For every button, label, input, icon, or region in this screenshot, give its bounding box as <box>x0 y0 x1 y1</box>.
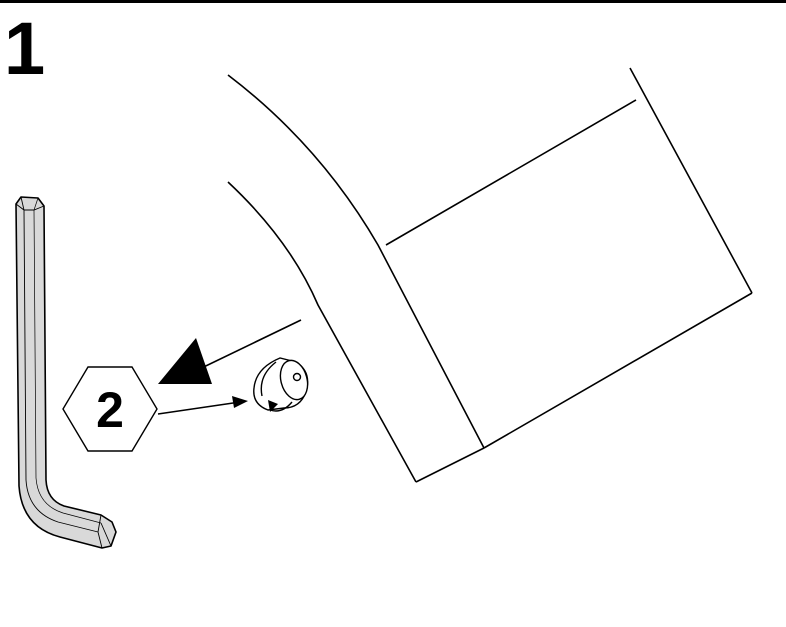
dowel-icon <box>253 357 309 412</box>
step-number: 1 <box>4 7 46 90</box>
top-rule <box>0 0 786 3</box>
leader-line <box>157 396 248 415</box>
hex-key-icon <box>15 196 117 549</box>
furniture-panel <box>227 67 753 483</box>
quantity-callout: 2 <box>62 366 158 452</box>
insert-arrow-icon <box>158 319 302 384</box>
quantity-label: 2 <box>96 382 124 438</box>
